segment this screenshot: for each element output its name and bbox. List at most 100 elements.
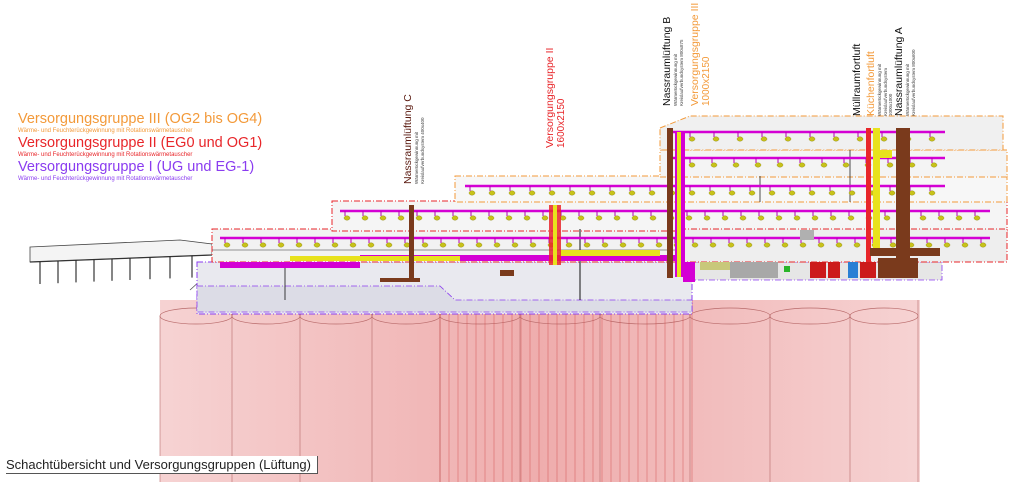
diffuser bbox=[433, 215, 441, 221]
diffuser bbox=[973, 215, 981, 221]
diffuser bbox=[745, 242, 753, 248]
diffuser bbox=[832, 136, 840, 142]
pile-outlines bbox=[159, 300, 919, 482]
diffuser bbox=[721, 215, 729, 221]
diffuser bbox=[637, 242, 645, 248]
label-versorgungsgruppe-2: Versorgungsgruppe II 1600x2150 bbox=[544, 47, 567, 149]
diffuser bbox=[710, 162, 718, 168]
diffuser bbox=[655, 242, 663, 248]
legend-subtitle-gruppe-2: Wärme- und Feuchterückgewinnung mit Rota… bbox=[18, 152, 193, 158]
diffuser bbox=[817, 242, 825, 248]
diffuser bbox=[313, 242, 321, 248]
diffuser bbox=[811, 215, 819, 221]
foundation-piles bbox=[159, 300, 920, 482]
label-gruppe-3-main: Versorgungsgruppe III bbox=[689, 2, 701, 106]
diffuser bbox=[601, 242, 609, 248]
diffuser bbox=[241, 242, 249, 248]
diffuser bbox=[808, 136, 816, 142]
shaft-gruppe-2-core bbox=[553, 205, 557, 265]
diffuser bbox=[979, 242, 987, 248]
label-nassraum-a-sub: Wärmerückgewinnung mit Kreislaufverbunds… bbox=[905, 49, 916, 116]
diffuser bbox=[457, 242, 465, 248]
diffuser bbox=[508, 190, 516, 196]
label-muellraumfortluft: Müllraumfortluft bbox=[851, 43, 863, 116]
diffuser bbox=[688, 136, 696, 142]
diffuser bbox=[421, 242, 429, 248]
diffuser bbox=[439, 242, 447, 248]
diffuser bbox=[853, 242, 861, 248]
label-nassraum-c-sub: Wärmerückgewinnung mit Kreislaufverbunds… bbox=[414, 117, 425, 184]
diffuser bbox=[799, 242, 807, 248]
label-nassraum-b-main: Nassraumlüftung B bbox=[661, 16, 673, 106]
diffuser bbox=[709, 242, 717, 248]
diffuser bbox=[919, 215, 927, 221]
label-kueche-main: Küchenfortluft bbox=[865, 51, 877, 116]
diffuser bbox=[784, 136, 792, 142]
diffuser bbox=[943, 242, 951, 248]
canopy-posts bbox=[39, 255, 193, 284]
diffuser bbox=[842, 162, 850, 168]
diffuser bbox=[781, 242, 789, 248]
diffuser bbox=[820, 162, 828, 168]
legend: Versorgungsgruppe III (OG2 bis OG4) Wärm… bbox=[18, 112, 262, 184]
diffuser bbox=[886, 162, 894, 168]
diffuser bbox=[685, 215, 693, 221]
diffuser bbox=[385, 242, 393, 248]
pile-stripes bbox=[439, 300, 693, 482]
diffuser bbox=[487, 215, 495, 221]
diffuser bbox=[577, 215, 585, 221]
legend-item-gruppe-3: Versorgungsgruppe III (OG2 bis OG4) Wärm… bbox=[18, 112, 262, 135]
diffuser bbox=[613, 215, 621, 221]
diffuser bbox=[847, 215, 855, 221]
diffuser bbox=[588, 190, 596, 196]
diffuser bbox=[568, 190, 576, 196]
diffuser bbox=[727, 242, 735, 248]
label-kueche-sub: Wärmerückgewinnung mit Kreislaufverbunds… bbox=[877, 63, 893, 116]
diffuser bbox=[528, 190, 536, 196]
diffuser bbox=[511, 242, 519, 248]
diffuser bbox=[955, 215, 963, 221]
shaft-nassraum-c bbox=[409, 205, 414, 280]
diffuser bbox=[493, 242, 501, 248]
shaft-nassraum-a bbox=[896, 128, 910, 276]
shaft-nassraum-b bbox=[667, 128, 673, 278]
label-versorgungsgruppe-3: Versorgungsgruppe III 1000x2150 bbox=[689, 2, 712, 107]
diffuser bbox=[888, 190, 896, 196]
diffuser bbox=[595, 215, 603, 221]
diffuser bbox=[763, 242, 771, 248]
legend-title-gruppe-3: Versorgungsgruppe III (OG2 bis OG4) bbox=[18, 111, 263, 127]
label-nassraum-c-main: Nassraumlüftung C bbox=[402, 94, 414, 184]
diffuser bbox=[397, 215, 405, 221]
diffuser bbox=[548, 190, 556, 196]
label-gruppe-2-main: Versorgungsgruppe II bbox=[544, 47, 556, 148]
figure-caption: Schachtübersicht und Versorgungsgruppen … bbox=[6, 456, 318, 474]
label-nassraumlueftung-c: Nassraumlüftung C Wärmerückgewinnung mit… bbox=[402, 94, 425, 184]
label-kuechenfortluft: Küchenfortluft Wärmerückgewinnung mit Kr… bbox=[865, 46, 894, 116]
label-gruppe-3-sub: 1000x2150 bbox=[701, 56, 712, 107]
ventilation-equipment bbox=[380, 230, 918, 282]
diffuser bbox=[691, 242, 699, 248]
diffuser bbox=[379, 215, 387, 221]
diffuser bbox=[505, 215, 513, 221]
diffuser bbox=[349, 242, 357, 248]
legend-title-gruppe-1: Versorgungsgruppe I (UG und EG-1) bbox=[18, 159, 255, 175]
diffuser bbox=[367, 242, 375, 248]
diffuser bbox=[223, 242, 231, 248]
diffuser bbox=[469, 215, 477, 221]
diffuser bbox=[703, 215, 711, 221]
diffuser bbox=[930, 162, 938, 168]
diffuser bbox=[788, 190, 796, 196]
legend-subtitle-gruppe-3: Wärme- und Feuchterückgewinnung mit Rota… bbox=[18, 128, 193, 134]
diffuser bbox=[488, 190, 496, 196]
diffuser bbox=[708, 190, 716, 196]
diffuser bbox=[808, 190, 816, 196]
diffuser bbox=[937, 215, 945, 221]
diffuser bbox=[541, 215, 549, 221]
label-gruppe-2-sub: 1600x2150 bbox=[556, 98, 567, 149]
diffuser bbox=[688, 190, 696, 196]
diffuser bbox=[712, 136, 720, 142]
diffuser bbox=[798, 162, 806, 168]
diffuser bbox=[331, 242, 339, 248]
diffuser bbox=[451, 215, 459, 221]
label-muellraum-main: Müllraumfortluft bbox=[851, 43, 863, 116]
